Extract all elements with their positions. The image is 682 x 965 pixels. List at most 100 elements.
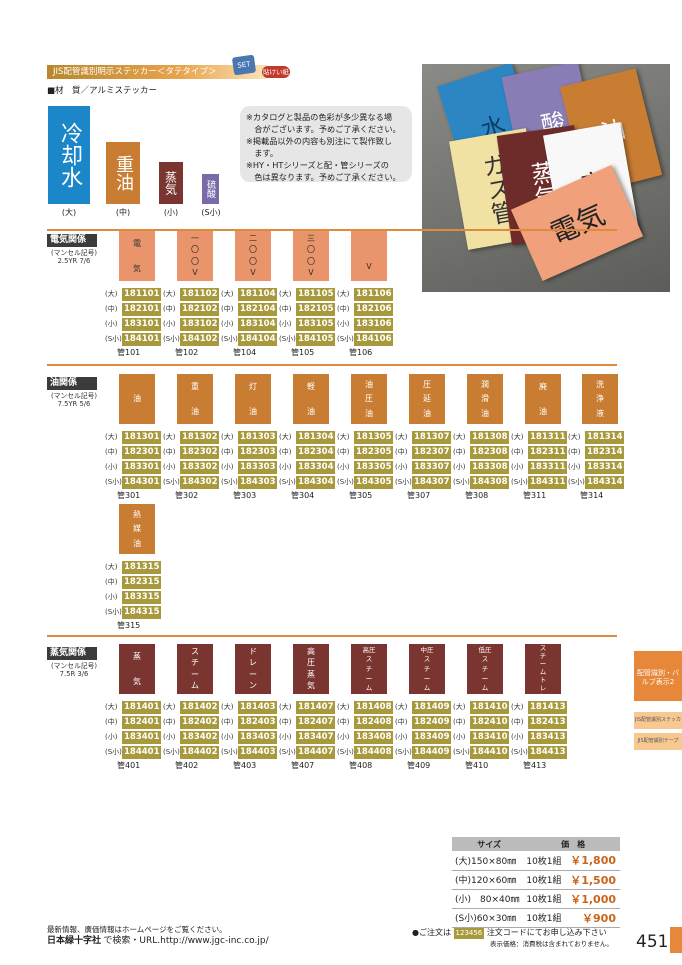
code-row: (大)181301	[105, 430, 161, 444]
size-prefix: (中)	[395, 718, 408, 726]
code-row: (小)183105	[279, 317, 335, 331]
code-row: (小)183403	[221, 730, 277, 744]
sticker-swatch: 高圧スチーム	[351, 644, 387, 694]
size-prefix: (中)	[511, 718, 524, 726]
code-row: (小)183305	[337, 460, 393, 474]
code-row: (S小)184101	[105, 332, 161, 346]
size-prefix: (S小)	[279, 478, 296, 486]
side-tab-category[interactable]: 配管識別・バルブ表示2	[634, 651, 682, 701]
size-prefix: (S小)	[163, 748, 180, 756]
size-prefix: (中)	[279, 448, 292, 456]
price-qty: 10枚1組	[526, 889, 566, 909]
code-row: (大)181401	[105, 700, 161, 714]
set-badge: SET	[231, 54, 257, 76]
sticker-char: 媒	[133, 524, 141, 533]
sticker-char: 油	[539, 406, 547, 416]
sticker-swatch: 低圧スチーム	[467, 644, 503, 694]
sticker-char: 油	[365, 379, 373, 389]
size-prefix: (小)	[221, 320, 234, 328]
sticker-char: ス	[481, 655, 489, 664]
code-row: (S小)184301	[105, 475, 161, 489]
product-label: 管301	[117, 491, 141, 500]
code-row: (大)181402	[163, 700, 219, 714]
code-row: (中)182106	[337, 302, 393, 316]
order-code: 181303	[238, 430, 277, 444]
footer-website: 最新情報、廣価情報はホームページをご覧ください。 日本緑十字社 で検索・URL.…	[47, 924, 269, 947]
sticker-char: 油	[133, 394, 141, 403]
order-code: 184407	[296, 745, 335, 759]
website-url[interactable]: で検索・URL.http://www.jgc-inc.co.jp/	[103, 936, 269, 946]
order-code: 183303	[238, 460, 277, 474]
code-row: (小)183314	[568, 460, 624, 474]
size-prefix: (小)	[105, 320, 118, 328]
sticker-char: 滑	[481, 394, 489, 403]
code-row: (小)183401	[105, 730, 161, 744]
side-tab-tape[interactable]: JIS配管識別テープ	[634, 733, 682, 750]
code-row: (小)183410	[453, 730, 509, 744]
sticker-char: V	[308, 268, 314, 278]
sticker-char: 高圧	[362, 645, 376, 654]
order-code: 181304	[296, 430, 335, 444]
sticker-char: 高	[307, 646, 315, 656]
sticker-char: 〇	[249, 245, 257, 255]
sticker-char: チ	[423, 664, 431, 673]
code-row: (S小)184302	[163, 475, 219, 489]
order-code: 181106	[354, 287, 393, 301]
size-prefix: (中)	[163, 448, 176, 456]
order-code: 183413	[528, 730, 567, 744]
sticker-char: ト	[539, 676, 547, 684]
size-prefix: (大)	[279, 433, 292, 441]
sticker-char: 延	[423, 394, 431, 403]
size-prefix: (大)	[511, 703, 524, 711]
order-code: 182104	[238, 302, 277, 316]
order-code: 184308	[470, 475, 509, 489]
order-code: 182303	[238, 445, 277, 459]
code-row: (中)182407	[279, 715, 335, 729]
order-code: 183401	[122, 730, 161, 744]
munsell-code: (マンセル記号)7.5YR 5/6	[47, 392, 101, 408]
code-row: (S小)184407	[279, 745, 335, 759]
code-row: (小)183315	[105, 590, 161, 604]
sticker-swatch: 重油	[177, 374, 213, 424]
size-prefix: (大)	[511, 433, 524, 441]
size-prefix: (中)	[453, 718, 466, 726]
sticker-swatch: 潤滑油	[467, 374, 503, 424]
code-row: (小)183106	[337, 317, 393, 331]
size-prefix: (中)	[453, 448, 466, 456]
size-prefix: (中)	[221, 718, 234, 726]
sticker-char: 油	[365, 408, 373, 418]
order-code: 182403	[238, 715, 277, 729]
code-row: (大)181308	[453, 430, 509, 444]
sample-xsmall-caption: (S小)	[201, 208, 221, 217]
code-row: (S小)184305	[337, 475, 393, 489]
order-code: 181311	[528, 430, 567, 444]
sticker-char: 浄	[596, 394, 604, 403]
code-row: (S小)184304	[279, 475, 335, 489]
code-row: (S小)184402	[163, 745, 219, 759]
order-code: 181402	[180, 700, 219, 714]
order-code: 184413	[528, 745, 567, 759]
code-row: (中)182401	[105, 715, 161, 729]
code-row: (大)181314	[568, 430, 624, 444]
price-row: (中)120×60㎜ 10枚1組 ￥1,500	[452, 870, 620, 890]
code-row: (S小)184308	[453, 475, 509, 489]
order-code: 182302	[180, 445, 219, 459]
order-code: 181401	[122, 700, 161, 714]
code-row: (小)183308	[453, 460, 509, 474]
code-row: (小)183303	[221, 460, 277, 474]
sticker-char: ス	[365, 655, 373, 664]
order-code: 182408	[354, 715, 393, 729]
order-code: 182304	[296, 445, 335, 459]
product-label: 管314	[580, 491, 604, 500]
size-prefix: (小)	[221, 733, 234, 741]
side-tab-sticker[interactable]: JIS配管識別ステッカー	[634, 712, 682, 740]
section-divider	[47, 229, 617, 231]
